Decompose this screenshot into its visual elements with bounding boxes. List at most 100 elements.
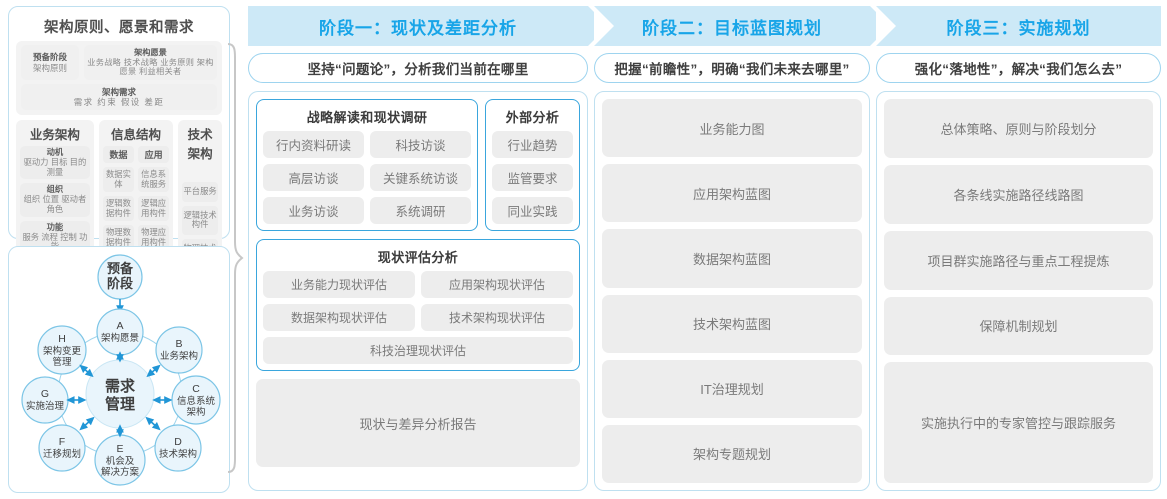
business-function-title: 功能 [46,221,64,232]
architecture-requirements-title: 架构需求 [101,87,136,98]
togaf-content-framework-panel: 架构原则、愿景和需求 预备阶段 架构原则 架构愿景 业务战略 技术战略 业务原则… [8,6,230,322]
svg-text:业务架构: 业务架构 [160,350,198,362]
logical-application-component-item: 逻辑应用构件 [138,196,170,222]
left-reference-column: 架构原则、愿景和需求 预备阶段 架构原则 架构愿景 业务战略 技术战略 业务原则… [8,6,230,493]
application-subcolumn: 应用 信息系统服务 逻辑应用构件 物理应用构件 [138,146,170,251]
list-item[interactable]: 应用架构蓝图 [602,164,862,223]
architecture-requirements-box: 架构需求 需求 约束 假设 差距 [21,84,217,111]
list-item[interactable]: 保障机制规划 [884,296,1153,356]
list-item[interactable]: 项目群实施路径与重点工程提炼 [884,230,1153,290]
chip-item[interactable]: 应用架构现状评估 [421,271,573,298]
information-subcolumns: 数据 数据实体 逻辑数据构件 物理数据构件 应用 信息系统服务 逻辑应用构件 物… [102,146,170,251]
gap-analysis-report-box[interactable]: 现状与差异分析报告 [256,379,580,467]
business-motivation-title: 动机 [46,147,64,158]
chip-item[interactable]: 监管要求 [492,164,573,191]
phase-1-subtitle: 坚持“问题论”，分析我们当前在哪里 [248,53,588,83]
prelim-phase-box: 预备阶段 架构原则 [21,45,79,81]
svg-text:信息系统: 信息系统 [177,395,216,407]
chip-item[interactable]: 业务访谈 [263,197,364,224]
chip-item[interactable]: 高层访谈 [263,164,364,191]
svg-text:D: D [174,436,182,448]
brace-icon [227,43,244,473]
phase-2-band: 阶段二：目标蓝图规划 [594,6,890,46]
external-analysis-chips: 行业趋势 监管要求 同业实践 [492,131,573,224]
adm-node-b [155,326,203,374]
technology-architecture-heading: 技术架构 [187,128,213,162]
adm-cycle-panel: 预备 阶段 需求 管理 A 架构愿景 B 业务架构 C 信息系统 架构 [8,246,230,493]
svg-text:阶段: 阶段 [107,276,133,291]
external-analysis-box: 外部分析 行业趋势 监管要求 同业实践 [485,99,580,231]
phase-2-band-label: 阶段二：目标蓝图规划 [642,18,822,38]
svg-text:技术架构: 技术架构 [159,448,197,460]
svg-text:架构变更: 架构变更 [43,345,82,357]
phase-2-body: 业务能力图 应用架构蓝图 数据架构蓝图 技术架构蓝图 IT治理规划 架构专题规划 [594,91,870,491]
platform-service-item: 平台服务 [182,182,218,202]
svg-text:H: H [58,333,66,345]
chip-item[interactable]: 科技治理现状评估 [263,337,573,364]
svg-text:管理: 管理 [105,395,135,413]
list-item[interactable]: 架构专题规划 [602,424,862,484]
phase-3-band: 阶段三：实施规划 [876,6,1161,46]
list-item[interactable]: 数据架构蓝图 [602,229,862,288]
chip-item[interactable]: 业务能力现状评估 [263,271,415,298]
chip-item[interactable]: 同业实践 [492,197,573,224]
logical-data-component-item: 逻辑数据构件 [102,196,135,222]
chip-item[interactable]: 关键系统访谈 [370,164,471,191]
adm-node-g [21,376,69,424]
svg-text:F: F [59,436,65,448]
phase-3-column: 阶段三：实施规划 强化“落地性”，解决“我们怎么去” 总体策略、原则与阶段划分 … [876,6,1161,491]
togaf-panel-title: 架构原则、愿景和需求 [44,20,194,36]
chip-item[interactable]: 科技访谈 [370,131,471,158]
architecture-requirements-sub: 需求 约束 假设 差距 [73,97,165,108]
chip-item[interactable]: 行业趋势 [492,131,573,158]
adm-node-f [38,424,86,472]
list-item[interactable]: IT治理规划 [602,359,862,418]
external-analysis-title: 外部分析 [505,110,560,125]
adm-node-d [154,424,202,472]
data-entity-item: 数据实体 [102,167,135,193]
phase-3-item-stack: 总体策略、原则与阶段划分 各条线实施路径线路图 项目群实施路径与重点工程提炼 保… [884,99,1153,483]
phase-2-item-stack: 业务能力图 应用架构蓝图 数据架构蓝图 技术架构蓝图 IT治理规划 架构专题规划 [602,99,862,484]
current-state-assessment-title: 现状评估分析 [377,250,459,265]
svg-text:实施治理: 实施治理 [26,400,65,412]
chip-item[interactable]: 数据架构现状评估 [263,304,415,331]
adm-node-h [37,325,87,375]
phase-3-subtitle: 强化“落地性”，解决“我们怎么去” [876,53,1161,83]
chip-item[interactable]: 行内资料研读 [263,131,364,158]
current-state-assessment-chips: 业务能力现状评估 应用架构现状评估 数据架构现状评估 技术架构现状评估 科技治理… [263,271,573,364]
svg-text:架构: 架构 [186,406,205,418]
business-organization-box: 组织 组织 位置 驱动者 角色 [20,183,90,217]
data-subcolumn: 数据 数据实体 逻辑数据构件 物理数据构件 [102,146,135,251]
left-to-phase1-brace [226,42,244,479]
current-state-assessment-box: 现状评估分析 业务能力现状评估 应用架构现状评估 数据架构现状评估 技术架构现状… [256,239,580,371]
list-item[interactable]: 总体策略、原则与阶段划分 [884,99,1153,158]
business-architecture-heading: 业务架构 [29,128,80,143]
list-item[interactable]: 各条线实施路径线路图 [884,164,1153,224]
prelim-phase-sub: 架构原则 [32,62,67,73]
phase-3-band-label: 阶段三：实施规划 [946,18,1091,38]
svg-text:解决方案: 解决方案 [101,466,140,478]
togaf-top-section: 预备阶段 架构原则 架构愿景 业务战略 技术战略 业务原则 架构愿景 利益相关者… [16,41,222,116]
phase-2-chevron-tail-icon [594,6,614,46]
list-item[interactable]: 实施执行中的专家管控与跟踪服务 [884,362,1153,483]
svg-text:机会及: 机会及 [106,455,135,467]
information-system-service-item: 信息系统服务 [138,167,170,193]
chip-item[interactable]: 技术架构现状评估 [421,304,573,331]
svg-text:管理: 管理 [52,356,72,368]
application-subcolumn-heading: 应用 [138,146,170,164]
phase-1-band: 阶段一：现状及差距分析 [248,6,608,46]
list-item[interactable]: 技术架构蓝图 [602,294,862,353]
business-motivation-box: 动机 驱动力 目标 目的 测量 [20,146,90,180]
list-item[interactable]: 业务能力图 [602,99,862,158]
business-organization-title: 组织 [46,184,64,195]
phase-1-top-row: 战略解读和现状调研 行内资料研读 科技访谈 高层访谈 关键系统访谈 业务访谈 系… [256,99,580,231]
svg-text:预备: 预备 [107,261,134,276]
svg-text:C: C [192,383,200,395]
prelim-phase-title: 预备阶段 [32,52,67,63]
adm-node-a [96,308,144,356]
phase-2-subtitle: 把握“前瞻性”，明确“我们未来去哪里” [594,53,870,83]
phase-1-column: 阶段一：现状及差距分析 坚持“问题论”，分析我们当前在哪里 战略解读和现状调研 … [248,6,608,491]
business-motivation-sub: 驱动力 目标 目的 测量 [23,156,87,177]
architecture-vision-title: 架构愿景 [134,48,167,57]
chip-item[interactable]: 系统调研 [370,197,471,224]
